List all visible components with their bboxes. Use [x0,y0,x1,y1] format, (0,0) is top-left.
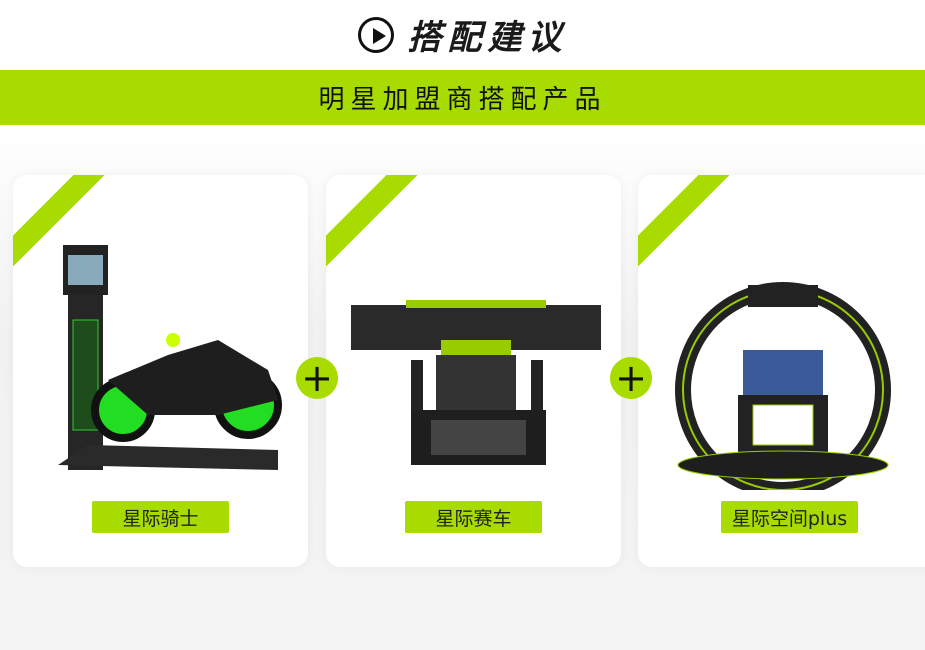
product-card-3[interactable]: 星际空间plus [638,175,925,567]
section-header: 搭配建议 [0,12,925,58]
product-card-2[interactable]: 星际赛车 [326,175,621,567]
product-image-moto [58,245,282,470]
plus-icon: + [610,357,652,399]
corner-stripe [326,175,439,274]
section-title: 搭配建议 [407,18,568,58]
product-card-1[interactable]: 星际骑士 [13,175,308,567]
plus-icon: + [296,357,338,399]
banner: 明星加盟商搭配产品 [0,70,925,125]
product-label[interactable]: 星际空间plus [721,501,858,533]
product-label[interactable]: 星际赛车 [405,501,542,533]
product-image-racer [351,300,601,465]
play-circle-icon [357,16,394,53]
product-image-space [675,282,891,490]
product-label[interactable]: 星际骑士 [92,501,229,533]
corner-stripe [638,175,751,274]
